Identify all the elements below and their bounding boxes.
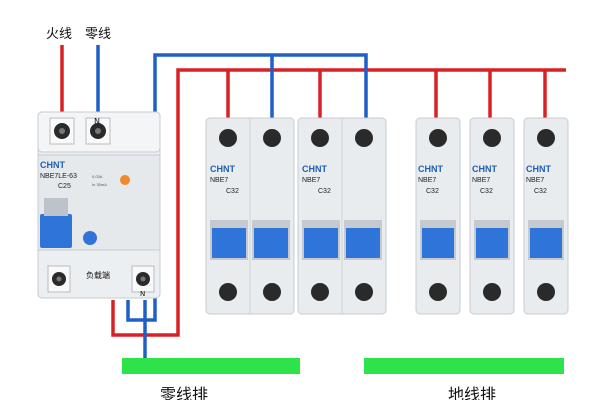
breaker-1-rating: C32 (226, 188, 239, 195)
breaker-2: CHNT NBE7 C32 (297, 117, 387, 315)
rcbo-load-side-text: 负载端 (86, 270, 110, 280)
terminal-screw-icon (483, 129, 501, 147)
breaker-5-handle[interactable] (530, 228, 562, 258)
breaker-1-handle-right[interactable] (254, 228, 288, 258)
rcbo-trip-current: 0.03A (92, 174, 103, 179)
indicator-icon (120, 175, 130, 185)
ground-bus-bar (364, 358, 564, 374)
breaker-5-brand: CHNT (526, 164, 551, 174)
terminal-screw-icon (537, 283, 555, 301)
breaker-4: CHNT NBE7 C32 (469, 117, 515, 315)
terminal-screw-icon (483, 283, 501, 301)
terminal-screw-icon (263, 283, 281, 301)
terminal-screw-icon (85, 117, 111, 145)
terminal-screw-icon (311, 129, 329, 147)
breaker-4-brand: CHNT (472, 164, 497, 174)
test-button-icon[interactable] (83, 231, 97, 245)
breaker-2-handle-left[interactable] (304, 228, 338, 258)
terminal-screw-icon (429, 283, 447, 301)
neutral-bus-bar (122, 358, 300, 374)
terminal-screw-icon (355, 129, 373, 147)
breaker-2-brand: CHNT (302, 164, 327, 174)
terminal-screw-icon (263, 129, 281, 147)
terminal-screw-icon (131, 265, 155, 293)
breaker-3-brand: CHNT (418, 164, 443, 174)
live-wire-distribution (111, 68, 566, 337)
terminal-screw-icon (429, 129, 447, 147)
breaker-5-model: NBE7 (526, 177, 544, 184)
terminal-screw-icon (219, 283, 237, 301)
rcbo-neutral-terminal-label-bottom: N (140, 290, 145, 298)
breaker-4-rating: C32 (480, 188, 493, 195)
breaker-3-handle[interactable] (422, 228, 454, 258)
live-wire-label: 火线 (46, 27, 72, 42)
breaker-5-rating: C32 (534, 188, 547, 195)
terminal-screw-icon (311, 283, 329, 301)
ground-bar-label: 地线排 (448, 385, 496, 400)
terminal-screw-icon (47, 265, 71, 293)
terminal-screw-icon (49, 117, 75, 145)
breaker-4-handle[interactable] (476, 228, 508, 258)
breaker-4-model: NBE7 (472, 177, 490, 184)
neutral-bar-label: 零线排 (160, 385, 208, 400)
rcbo-handle[interactable] (40, 214, 72, 248)
rcbo-neutral-terminal-label-top: N (94, 117, 100, 126)
terminal-screw-icon (355, 283, 373, 301)
breaker-3-model: NBE7 (418, 177, 436, 184)
breaker-1: CHNT NBE7 C32 (205, 117, 295, 315)
breaker-1-handle-left[interactable] (212, 228, 246, 258)
neutral-wire-label: 零线 (85, 27, 111, 42)
breaker-1-model: NBE7 (210, 177, 228, 184)
rcbo-spec-line: In 30mA (92, 182, 107, 187)
breaker-3: CHNT NBE7 C32 (415, 117, 461, 315)
breaker-3-rating: C32 (426, 188, 439, 195)
breaker-5: CHNT NBE7 C32 (523, 117, 569, 315)
breaker-2-rating: C32 (318, 188, 331, 195)
breaker-2-model: NBE7 (302, 177, 320, 184)
rcbo-model: NBE7LE-63 (40, 173, 77, 180)
terminal-screw-icon (219, 129, 237, 147)
terminal-screw-icon (537, 129, 555, 147)
rcbo-module: N CHNT NBE7LE-63 C25 0.03A In 30mA 负载端 N (37, 111, 161, 299)
breaker-2-handle-right[interactable] (346, 228, 380, 258)
rcbo-brand: CHNT (40, 160, 65, 170)
rcbo-rating: C25 (58, 183, 71, 190)
breaker-1-brand: CHNT (210, 164, 235, 174)
